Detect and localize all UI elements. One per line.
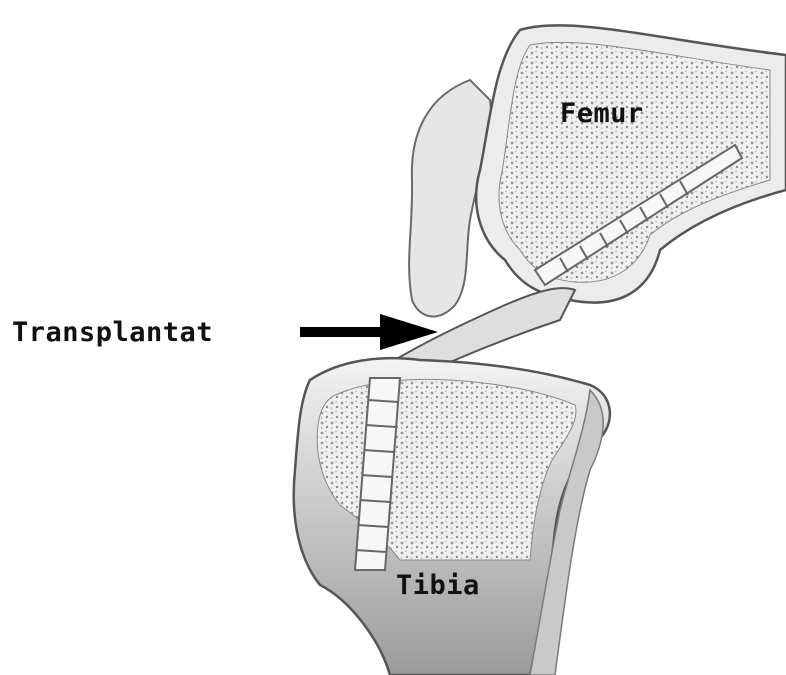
tibia-label: Tibia [396, 570, 480, 601]
femur-label: Femur [560, 98, 644, 129]
graft-arrow-icon [300, 312, 440, 352]
transplantat-label: Transplantat [12, 317, 213, 348]
